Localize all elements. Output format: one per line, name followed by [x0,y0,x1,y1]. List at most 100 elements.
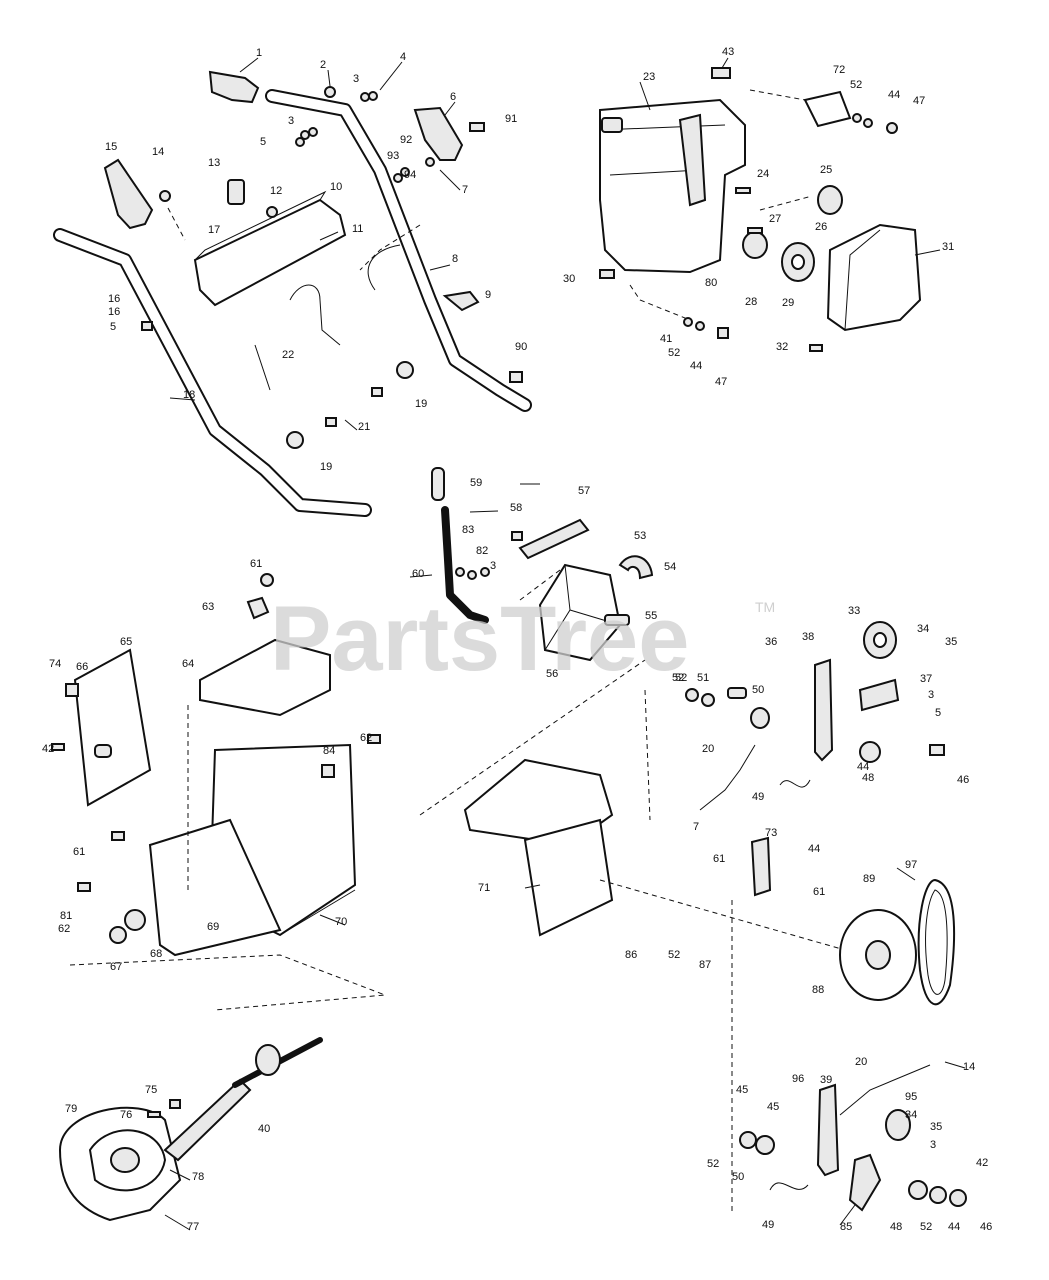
callout: 18 [183,389,195,401]
callout: 52 [675,672,687,684]
callout: 17 [208,224,220,236]
callout: 44 [888,89,900,101]
callout: 45 [736,1084,748,1096]
callout: 61 [73,846,85,858]
callout: 53 [634,530,646,542]
callout: 44 [690,360,702,372]
callout: 62 [58,923,70,935]
callout: 11 [352,223,363,235]
callout: 61 [250,558,262,570]
callout: 93 [387,150,399,162]
callout: 52 [672,672,684,684]
callout: 19 [415,398,427,410]
callout: 43 [722,46,734,58]
callout: 4 [400,51,406,63]
callout: 64 [182,658,194,670]
callout: 52 [707,1158,719,1170]
impeller-assembly [58,1037,323,1222]
callout: 59 [470,477,482,489]
callout: 45 [767,1101,779,1113]
callout: 3 [288,115,294,127]
callout: 10 [330,181,342,193]
callout: 94 [404,169,416,181]
callout: 90 [515,341,527,353]
callout: 73 [765,827,777,839]
callout: 2 [320,59,326,71]
callout: 74 [49,658,61,670]
callout: 27 [769,213,781,225]
callout: 52 [850,79,862,91]
callout: 82 [476,545,488,557]
callout: 23 [643,71,655,83]
callout: 5 [935,707,941,719]
callout: 52 [668,347,680,359]
callout: 95 [905,1091,917,1103]
callout: 28 [745,296,757,308]
callout: 5 [260,136,266,148]
callout: 19 [320,461,332,473]
callout: 62 [360,732,372,744]
callout: 33 [848,605,860,617]
callout: 67 [110,961,122,973]
callout: 92 [400,134,412,146]
callout: 69 [207,921,219,933]
callout: 52 [920,1221,932,1233]
callout: 3 [353,73,359,85]
callout: 12 [270,185,282,197]
callout: 86 [625,949,637,961]
callout: 35 [930,1121,942,1133]
callout-labels: 1 2 3 4 5 6 7 8 9 10 11 12 13 14 15 16 1… [49,46,988,1233]
callout: 13 [208,157,220,169]
callout: 47 [715,376,727,388]
callout: 77 [187,1221,199,1233]
callout: 75 [145,1084,157,1096]
callout: 22 [282,349,294,361]
callout: 51 [697,672,709,684]
callout: 38 [802,631,814,643]
callout: 60 [412,568,424,580]
callout: 42 [976,1157,988,1169]
callout: 20 [702,743,714,755]
callout: 8 [452,253,458,265]
callout: 57 [578,485,590,497]
callout: 44 [808,843,820,855]
callout: 26 [815,221,827,233]
callout: 85 [840,1221,852,1233]
callout: 79 [65,1103,77,1115]
engine-assembly [599,67,922,352]
leader-lines [164,57,966,1231]
callout: 37 [920,673,932,685]
callout: 97 [905,859,917,871]
callout: 39 [820,1074,832,1086]
callout: 35 [945,636,957,648]
callout: 40 [258,1123,270,1135]
callout: 34 [905,1109,917,1121]
callout: 68 [150,948,162,960]
callout: 78 [192,1171,204,1183]
callout: 96 [792,1073,804,1085]
callout: 41 [660,333,672,345]
callout: 15 [105,141,117,153]
callout: 48 [862,772,874,784]
callout: 72 [833,64,845,76]
callout: 25 [820,164,832,176]
pulley-assembly [685,621,956,1006]
callout: 14 [963,1061,975,1073]
callout: 3 [928,689,934,701]
callout: 83 [462,524,474,536]
idler-assembly [739,1064,967,1212]
watermark-text: PartsTree [270,588,689,690]
callout: 34 [917,623,929,635]
callout: 55 [645,610,657,622]
callout: 56 [546,668,558,680]
callout: 91 [505,113,517,125]
callout: 50 [752,684,764,696]
callout: 7 [462,184,468,196]
callout: 29 [782,297,794,309]
callout: 54 [664,561,676,573]
callout: 84 [323,745,335,757]
callout: 14 [152,146,164,158]
callout: 7 [693,821,699,833]
callout: 89 [863,873,875,885]
